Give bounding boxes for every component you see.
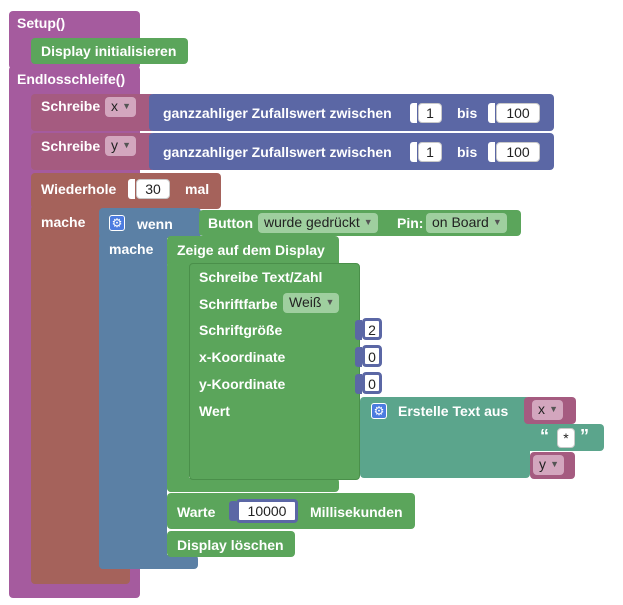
random-x-from[interactable]: 1 bbox=[418, 103, 442, 123]
wait-value[interactable]: 10000 bbox=[236, 499, 298, 523]
pin-label: Pin: bbox=[397, 215, 424, 231]
random-y-bis: bis bbox=[457, 144, 478, 160]
font-size-label: Schriftgröße bbox=[199, 322, 283, 338]
input-socket bbox=[229, 501, 236, 521]
assign-x-label: Schreibe bbox=[41, 98, 101, 114]
font-color-dropdown[interactable]: Weiß▼ bbox=[283, 293, 340, 313]
random-x-block[interactable] bbox=[149, 94, 554, 131]
random-x-bis: bis bbox=[457, 105, 478, 121]
wait-label: Warte bbox=[177, 504, 216, 520]
chevron-down-icon: ▼ bbox=[363, 217, 373, 227]
text-join-label: Erstelle Text aus bbox=[398, 403, 509, 419]
gear-icon[interactable]: ⚙ bbox=[371, 403, 387, 419]
random-y-label: ganzzahliger Zufallswert zwischen bbox=[163, 144, 392, 160]
write-text-label: Schreibe Text/Zahl bbox=[199, 269, 323, 285]
loop-label: Endlosschleife() bbox=[17, 71, 126, 87]
button-state-dropdown[interactable]: wurde gedrückt▼ bbox=[258, 213, 378, 233]
text-part-y-dropdown[interactable]: y▼ bbox=[533, 455, 564, 475]
display-init-label: Display initialisieren bbox=[41, 43, 177, 59]
input-socket bbox=[410, 142, 417, 162]
chevron-down-icon: ▼ bbox=[325, 297, 335, 307]
button-state-value: wurde gedrückt bbox=[264, 214, 360, 230]
font-color-value: Weiß bbox=[289, 294, 322, 310]
if-bottom bbox=[99, 555, 198, 569]
x-coord-value[interactable]: 0 bbox=[362, 345, 382, 367]
gear-icon[interactable]: ⚙ bbox=[109, 215, 125, 231]
y-coord-label: y-Koordinate bbox=[199, 376, 286, 392]
show-display-rail bbox=[167, 262, 189, 492]
y-coord-value[interactable]: 0 bbox=[362, 372, 382, 394]
input-socket bbox=[410, 103, 417, 123]
show-display-block[interactable] bbox=[167, 236, 339, 268]
random-y-from[interactable]: 1 bbox=[418, 142, 442, 162]
var-y-value: y bbox=[111, 137, 118, 153]
display-clear-block[interactable] bbox=[167, 531, 295, 557]
value-label: Wert bbox=[199, 403, 230, 419]
chevron-down-icon: ▼ bbox=[122, 101, 131, 111]
wait-unit: Millisekunden bbox=[310, 504, 403, 520]
text-part-string[interactable]: * bbox=[557, 428, 575, 448]
repeat-label: Wiederhole bbox=[41, 181, 117, 197]
display-clear-label: Display löschen bbox=[177, 537, 284, 553]
show-display-bottom bbox=[167, 478, 339, 492]
chevron-down-icon: ▼ bbox=[122, 140, 131, 150]
show-display-label: Zeige auf dem Display bbox=[177, 242, 325, 258]
x-coord-label: x-Koordinate bbox=[199, 349, 286, 365]
display-init-block[interactable] bbox=[31, 38, 188, 64]
var-x-value: x bbox=[111, 98, 118, 114]
repeat-block[interactable] bbox=[31, 173, 221, 209]
input-socket bbox=[355, 320, 362, 340]
input-socket bbox=[355, 347, 362, 367]
var-x-dropdown[interactable]: x▼ bbox=[105, 97, 136, 117]
input-socket bbox=[488, 103, 495, 123]
text-part-y-value: y bbox=[539, 456, 546, 472]
chevron-down-icon: ▼ bbox=[549, 404, 558, 414]
repeat-do-label: mache bbox=[41, 214, 86, 230]
quote-close: ” bbox=[580, 426, 589, 446]
text-part-x-value: x bbox=[538, 401, 545, 417]
chevron-down-icon: ▼ bbox=[550, 459, 559, 469]
quote-open: “ bbox=[540, 426, 549, 446]
if-body-rail bbox=[99, 234, 167, 569]
random-y-to[interactable]: 100 bbox=[496, 142, 540, 162]
if-label: wenn bbox=[137, 216, 173, 232]
input-socket bbox=[355, 374, 362, 394]
setup-label: Setup() bbox=[17, 15, 66, 31]
assign-y-label: Schreibe bbox=[41, 138, 101, 154]
pin-dropdown[interactable]: on Board▼ bbox=[426, 213, 507, 233]
if-do-label: mache bbox=[109, 241, 154, 257]
font-size-value[interactable]: 2 bbox=[362, 318, 382, 340]
random-x-label: ganzzahliger Zufallswert zwischen bbox=[163, 105, 392, 121]
repeat-suffix: mal bbox=[185, 181, 210, 197]
var-y-dropdown[interactable]: y▼ bbox=[105, 136, 136, 156]
random-x-to[interactable]: 100 bbox=[496, 103, 540, 123]
input-socket bbox=[488, 142, 495, 162]
chevron-down-icon: ▼ bbox=[492, 217, 502, 227]
input-socket bbox=[128, 179, 135, 199]
repeat-count[interactable]: 30 bbox=[136, 179, 170, 199]
text-part-x-dropdown[interactable]: x▼ bbox=[532, 400, 563, 420]
random-y-block[interactable] bbox=[149, 133, 554, 170]
font-color-label: Schriftfarbe bbox=[199, 296, 278, 312]
pin-value: on Board bbox=[432, 214, 489, 230]
button-condition-label: Button bbox=[208, 215, 254, 231]
